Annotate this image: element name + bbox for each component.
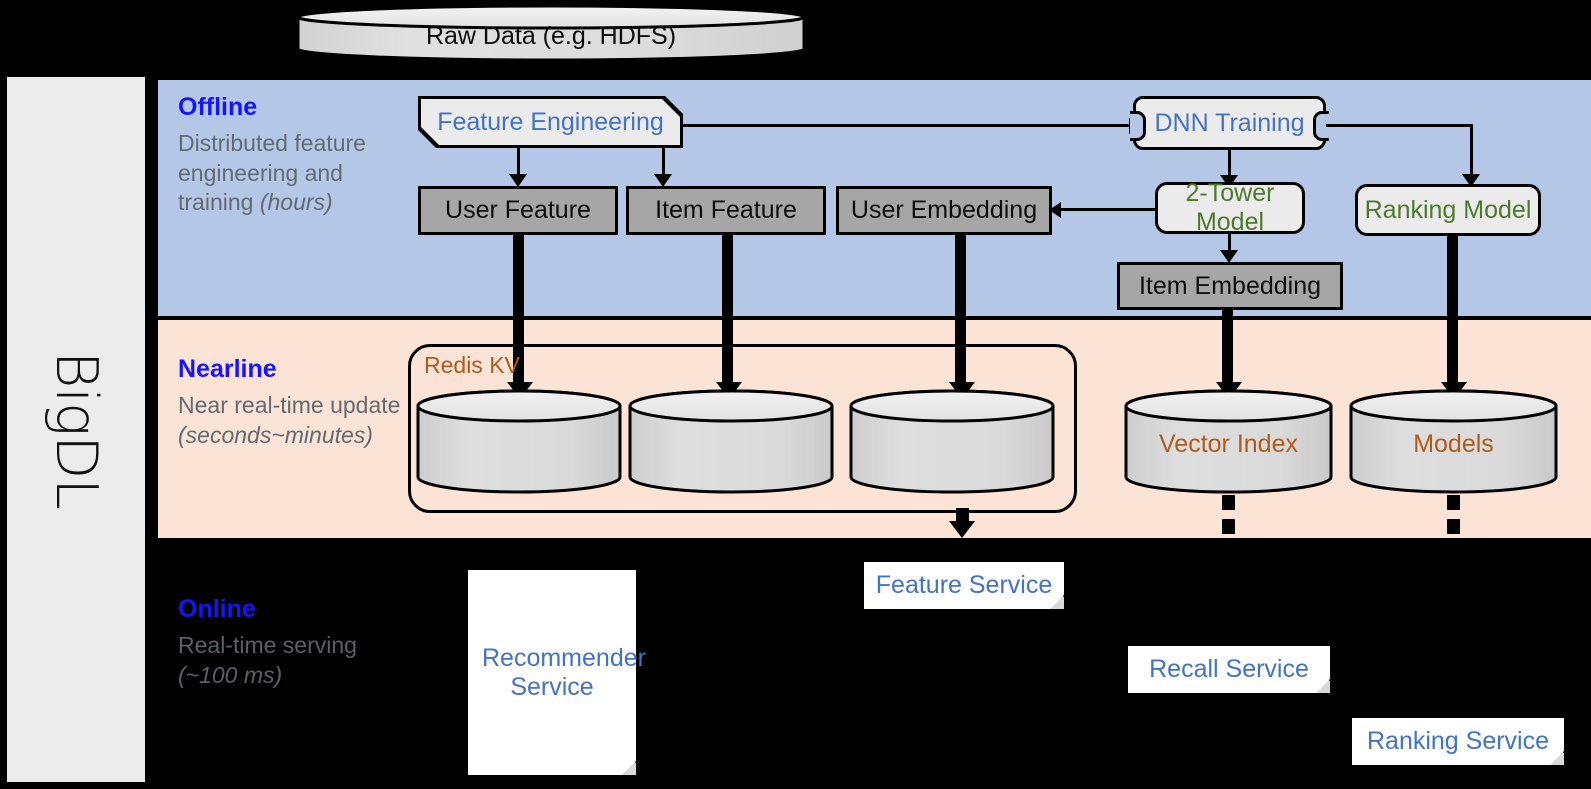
connector-dnn-ranking-v [1470, 124, 1473, 178]
raw-data-cylinder: Raw Data (e.g. HDFS) [296, 4, 806, 62]
recommender-service-label: Recommender Service [482, 643, 646, 701]
arrowhead-kv-featureservice [949, 521, 975, 538]
connector-vectorindex-recall-1 [1222, 495, 1235, 510]
connector-kv-featureservice [956, 508, 969, 523]
connector-rankingmodel-models [1447, 236, 1458, 390]
connector-models-ranking-1 [1447, 495, 1460, 510]
connector-2tower-itemembedding [1228, 234, 1231, 256]
online-caption: Online Real-time serving (~100 ms) [178, 596, 403, 690]
offline-subtitle: Distributed feature engineering and trai… [178, 130, 366, 216]
connector-userfeature-kv [513, 235, 524, 390]
page-fold-icon [622, 761, 636, 775]
connector-dnn-2tower [1228, 150, 1231, 180]
two-tower-model-node[interactable]: 2-Tower Model [1155, 179, 1305, 236]
connector-fe-dnn [683, 124, 1133, 127]
connector-2tower-userembedding [1056, 208, 1156, 211]
ranking-model-node[interactable]: Ranking Model [1355, 184, 1541, 236]
kv-cylinder-2[interactable] [628, 389, 834, 494]
recall-service-label: Recall Service [1149, 655, 1309, 684]
models-cylinder[interactable]: Models [1349, 389, 1558, 494]
redis-kv-container [408, 344, 1077, 513]
arrowhead-2tower-userembedding [1049, 202, 1061, 218]
connector-itemfeature-kv [722, 235, 733, 390]
recall-service-node[interactable]: Recall Service [1128, 646, 1330, 693]
ranking-model-label: Ranking Model [1364, 195, 1532, 224]
arrowhead-fe-userfeature [509, 174, 527, 187]
page-fold-icon [1316, 679, 1330, 693]
connector-userembedding-kv [955, 235, 966, 390]
online-subtitle: Real-time serving (~100 ms) [178, 632, 357, 688]
connector-dnn-ranking-h [1326, 124, 1473, 127]
kv-cylinder-1[interactable] [416, 389, 622, 494]
dnn-notch-right [1313, 111, 1329, 141]
ranking-service-node[interactable]: Ranking Service [1352, 718, 1564, 765]
nearline-title: Nearline [178, 355, 277, 383]
user-feature-label: User Feature [445, 196, 591, 224]
connector-itemembedding-vectorindex [1222, 310, 1233, 390]
user-embedding-node[interactable]: User Embedding [836, 186, 1052, 235]
arrowhead-rawdata-fe [541, 60, 567, 77]
user-feature-node[interactable]: User Feature [418, 186, 618, 235]
feature-engineering-label: Feature Engineering [421, 99, 680, 145]
nearline-subtitle: Near real-time update (seconds~minutes) [178, 392, 401, 448]
dnn-training-box: DNN Training [1133, 96, 1326, 150]
dnn-training-label: DNN Training [1154, 108, 1305, 137]
bigdl-label: BigDL [43, 350, 110, 509]
connector-models-ranking-2 [1447, 519, 1460, 534]
bigdl-sidebar: BigDL [7, 77, 145, 782]
dnn-training-node[interactable]: DNN Training [1130, 96, 1329, 150]
recommender-service-node[interactable]: Recommender Service [468, 570, 646, 775]
two-tower-model-label: 2-Tower Model [1185, 179, 1275, 236]
arrowhead-2tower-itemembedding [1220, 250, 1238, 263]
nearline-caption: Nearline Near real-time update (seconds~… [178, 356, 403, 450]
item-feature-node[interactable]: Item Feature [626, 186, 826, 235]
connector-fe-userfeature [517, 148, 520, 178]
connector-vectorindex-recall-2 [1222, 519, 1235, 534]
feature-service-label: Feature Service [875, 571, 1053, 600]
page-fold-icon [1550, 751, 1564, 765]
feature-service-node[interactable]: Feature Service [864, 562, 1064, 609]
item-embedding-node[interactable]: Item Embedding [1117, 262, 1343, 310]
connector-fe-itemfeature [662, 148, 665, 178]
item-embedding-label: Item Embedding [1138, 271, 1322, 300]
feature-engineering-node[interactable]: Feature Engineering [418, 96, 683, 148]
redis-kv-label: Redis KV [424, 352, 520, 378]
offline-caption: Offline Distributed feature engineering … [178, 94, 403, 218]
user-embedding-label: User Embedding [850, 196, 1038, 224]
offline-title: Offline [178, 93, 258, 121]
online-title: Online [178, 595, 256, 623]
kv-cylinder-3[interactable] [849, 389, 1055, 494]
arrowhead-dnn-ranking [1462, 174, 1480, 187]
arrowhead-fe-itemfeature [654, 174, 672, 187]
item-feature-label: Item Feature [655, 196, 797, 224]
dnn-notch-left [1130, 111, 1146, 141]
ranking-service-label: Ranking Service [1366, 727, 1550, 756]
vector-index-cylinder[interactable]: Vector Index [1124, 389, 1333, 494]
